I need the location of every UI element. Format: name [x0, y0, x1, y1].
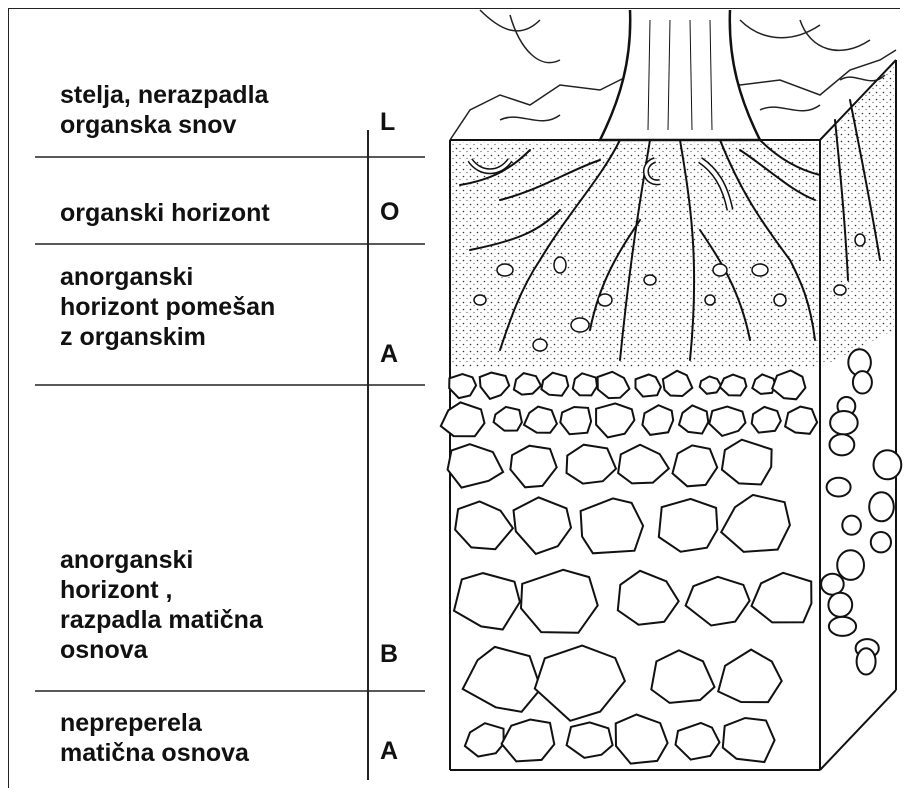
cobble-stone	[829, 617, 856, 636]
layer-c-description: nepreperela matična osnova	[60, 708, 249, 768]
cobble-stone	[524, 407, 557, 433]
cobble-stone	[448, 444, 504, 487]
cobble-stone	[636, 375, 661, 397]
cobble-stone	[752, 407, 781, 433]
layer-l-description: stelja, nerazpadla organska snov	[60, 80, 268, 140]
organic-horizon-side-fill	[822, 64, 894, 367]
cobble-stone	[541, 373, 568, 396]
cobble-stone	[821, 574, 844, 595]
tree-trunk	[600, 10, 760, 140]
cobble-stone	[827, 478, 851, 497]
cobble-stone	[502, 720, 555, 762]
cobble-stone	[857, 648, 876, 674]
cobble-stone	[618, 445, 669, 484]
cobble-stone	[837, 550, 864, 580]
cobble-stone	[642, 405, 673, 435]
cobble-stone	[598, 372, 630, 398]
cobble-stone	[718, 650, 782, 703]
cobble-stone	[720, 375, 747, 396]
cobble-stone	[521, 570, 598, 633]
cobble-stone	[853, 371, 872, 393]
cobble-stone	[869, 492, 894, 521]
cobble-stone	[581, 498, 644, 553]
layer-a-description: anorganski horizont pomešan z organskim	[60, 262, 275, 352]
cobble-stone	[871, 532, 891, 552]
cobble-stone	[560, 407, 591, 434]
cobble-stone	[510, 446, 556, 488]
cobble-stone	[514, 497, 572, 554]
cobble-stone	[494, 407, 522, 431]
cobble-stone	[673, 445, 718, 486]
cobble-stone	[830, 411, 858, 434]
cobble-stone	[709, 407, 745, 436]
cobble-stone	[721, 495, 790, 552]
cobble-stone	[752, 573, 812, 623]
layer-a-code: A	[380, 340, 398, 369]
layer-o-code: O	[380, 198, 399, 227]
cobble-stone	[785, 407, 817, 434]
layer-o-description: organski horizont	[60, 198, 270, 228]
cobble-stone	[686, 577, 750, 626]
cobble-stone	[514, 373, 541, 395]
cobble-stone	[441, 402, 485, 436]
cobble-stone	[663, 371, 692, 396]
cobble-stone	[463, 647, 541, 712]
cobble-stone	[772, 371, 805, 400]
cobble-stone	[828, 593, 852, 617]
layer-b-code: B	[380, 640, 398, 669]
cobble-stone	[700, 376, 721, 393]
cobble-stone	[842, 516, 861, 535]
cobble-stone	[874, 450, 902, 479]
cobble-stone	[722, 440, 772, 485]
cobble-stone	[616, 715, 668, 764]
cobble-stone	[752, 374, 775, 394]
cobble-stone	[454, 573, 520, 629]
cobble-stone	[596, 403, 634, 437]
cobble-stone	[679, 405, 708, 433]
cobble-stone	[567, 722, 613, 757]
cobble-stone	[455, 501, 513, 549]
cobble-stone	[465, 723, 504, 756]
cobble-stone	[449, 374, 476, 398]
cobble-stone	[659, 499, 718, 552]
cobble-stone	[480, 373, 510, 399]
cobble-stone	[830, 434, 855, 455]
layer-c-code: A	[380, 737, 398, 766]
cobble-stone	[676, 723, 720, 760]
layer-l-code: L	[380, 108, 395, 137]
layer-b-description: anorganski horizont , razpadla matična o…	[60, 545, 263, 665]
cobble-stones	[441, 349, 902, 763]
organic-horizon-fill	[452, 142, 818, 367]
cobble-stone	[535, 646, 625, 721]
cobble-stone	[618, 571, 679, 625]
cobble-stone	[567, 445, 617, 484]
cobble-stone	[723, 718, 775, 762]
cobble-stone	[573, 373, 597, 395]
cobble-stone	[651, 650, 714, 703]
